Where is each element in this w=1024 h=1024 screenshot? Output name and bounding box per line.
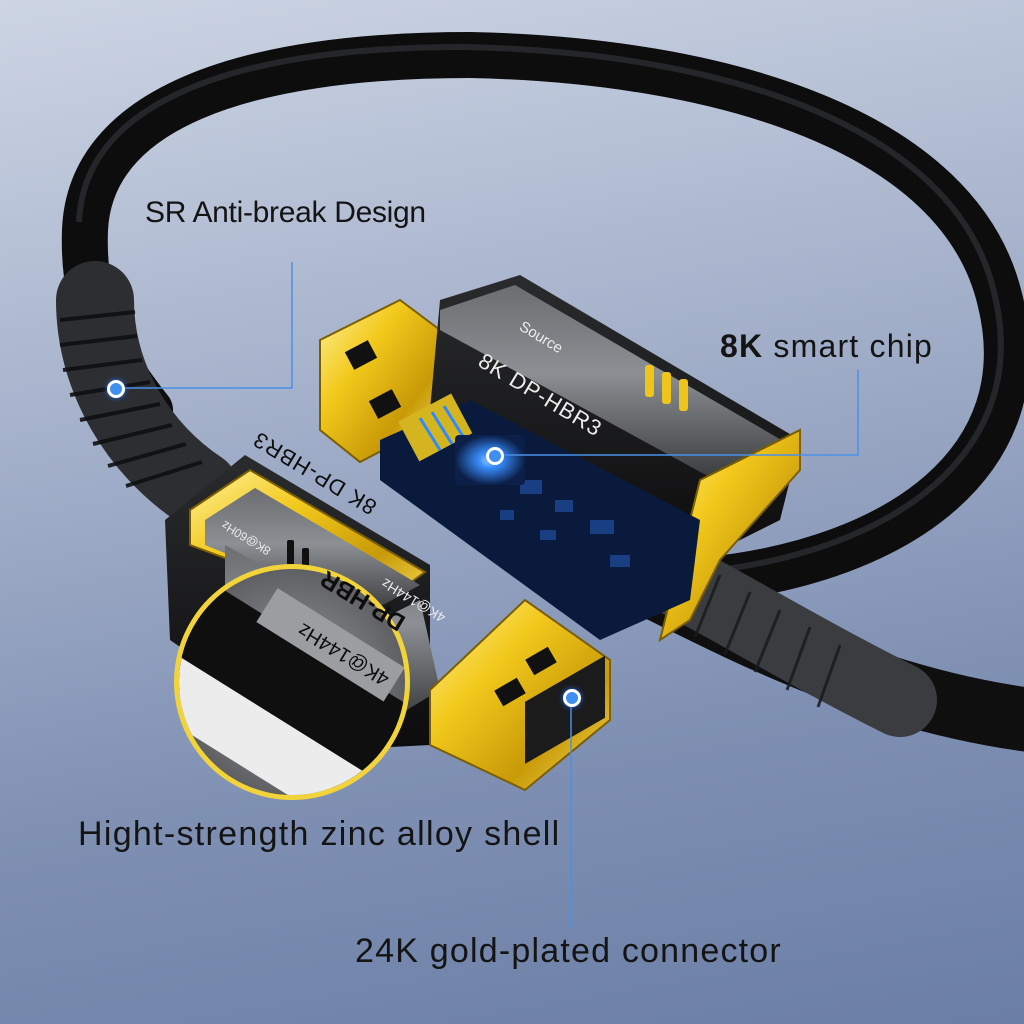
callout-smart-chip-strong: 8K: [720, 328, 764, 364]
connector-source: [319, 275, 801, 643]
callout-smart-chip: 8K smart chip: [720, 328, 933, 365]
cable-loop: [61, 31, 1024, 603]
callout-smart-chip-rest: smart chip: [763, 328, 933, 364]
callout-anti-break: SR Anti-break Design: [145, 196, 426, 229]
callout-gold-connector: 24K gold-plated connector: [355, 932, 782, 970]
magnifier: [174, 564, 410, 800]
anti-break-dot: [107, 380, 125, 398]
callout-lines: [115, 262, 859, 928]
callout-zinc-shell: Hight-strength zinc alloy shell: [78, 815, 561, 853]
chip-dot: [486, 447, 504, 465]
gold-connector-dot: [563, 689, 581, 707]
